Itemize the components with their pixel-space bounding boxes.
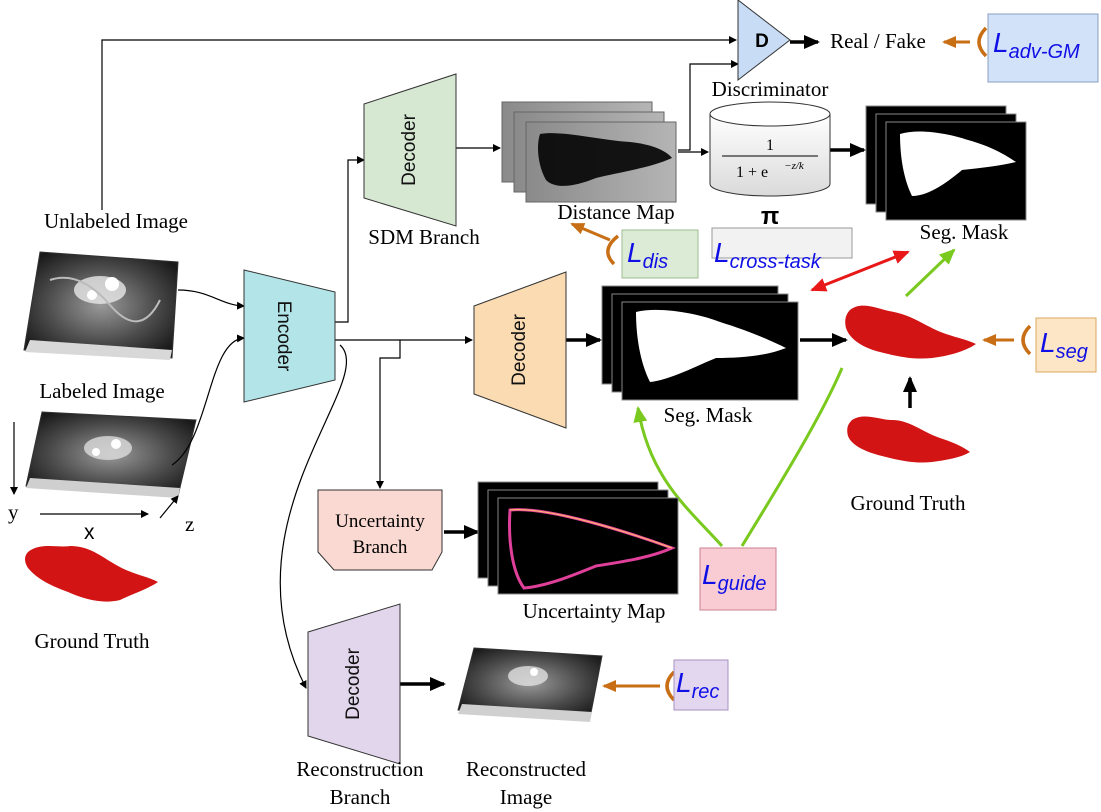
- seg-mask-mid-stack: [601, 285, 799, 401]
- sdm-decoder-block: Decoder: [363, 73, 457, 227]
- axis-x-label: x: [84, 521, 95, 544]
- sdm-branch-label: SDM Branch: [368, 225, 480, 249]
- reconstruction-branch-label-2: Branch: [330, 785, 391, 809]
- seg-decoder-block: Decoder: [473, 271, 567, 429]
- reconstruction-decoder-label: Decoder: [343, 647, 364, 719]
- loss-connector-adv: [942, 26, 988, 58]
- loss-dis-box: Ldis: [621, 229, 699, 279]
- discriminator-label: Discriminator: [712, 77, 829, 101]
- svg-text:Lcross-task: Lcross-task: [714, 237, 822, 273]
- loss-rec-box: Lrec: [673, 659, 729, 711]
- uncertainty-map-stack: [477, 481, 679, 595]
- distance-map-label: Distance Map: [557, 200, 674, 224]
- loss-seg-box: Lseg: [1035, 317, 1097, 373]
- loss-rec-main: L: [676, 667, 692, 698]
- loss-adv-gm-box: Ladv-GM: [987, 13, 1099, 83]
- reconstruction-branch-label-1: Reconstruction: [296, 757, 424, 781]
- loss-connector-rec: [602, 670, 676, 702]
- loss-cross-sub: cross-task: [730, 251, 822, 273]
- reconstructed-image-label-2: Image: [500, 785, 552, 809]
- loss-guide-box: Lguide: [699, 547, 777, 611]
- axis-y-label: y: [8, 500, 19, 524]
- seg-mask-mid-label: Seg. Mask: [664, 403, 753, 427]
- reconstruction-decoder-block: Decoder: [307, 603, 401, 765]
- labeled-image-label: Labeled Image: [39, 379, 164, 403]
- discriminator-d-label: D: [755, 31, 769, 52]
- ground-truth-right-label: Ground Truth: [851, 491, 966, 515]
- sigmoid-formula-cylinder: 1 1 + e −z/k: [709, 101, 831, 197]
- distance-map-stack: [501, 101, 677, 203]
- loss-rec-sub: rec: [692, 681, 720, 703]
- ground-truth-left-label: Ground Truth: [35, 629, 150, 653]
- loss-guide-main: L: [702, 559, 718, 590]
- reconstructed-ct-image: [457, 647, 603, 722]
- sdm-decoder-label: Decoder: [399, 113, 420, 185]
- encoder-block: Encoder: [243, 269, 336, 403]
- axis-z-label: z: [185, 512, 194, 536]
- unlabeled-ct-image: [23, 251, 179, 360]
- formula-denominator-base: 1 + e: [736, 164, 768, 181]
- loss-connector-seg: [982, 324, 1032, 356]
- formula-denominator-exp: −z/k: [784, 160, 805, 172]
- uncertainty-branch-label-2: Branch: [353, 537, 408, 558]
- predicted-organ: [845, 305, 976, 359]
- loss-seg-main: L: [1040, 327, 1056, 358]
- discriminator-block: D: [737, 0, 791, 82]
- reconstructed-image-label-1: Reconstructed: [466, 757, 587, 781]
- uncertainty-map-label: Uncertainty Map: [523, 599, 666, 623]
- loss-connector-dis: [570, 222, 620, 266]
- svg-text:Lseg: Lseg: [1040, 327, 1088, 363]
- uncertainty-branch-label-1: Uncertainty: [335, 511, 425, 532]
- loss-adv-main: L: [993, 27, 1009, 58]
- axes-indicator: y x z: [8, 422, 194, 544]
- loss-adv-sub: adv-GM: [1009, 41, 1080, 63]
- ground-truth-organ-right: [847, 416, 970, 463]
- seg-mask-top-stack: [865, 105, 1027, 221]
- loss-guide-sub: guide: [718, 573, 767, 595]
- loss-cross-main: L: [714, 237, 730, 268]
- svg-text:Lguide: Lguide: [702, 559, 767, 595]
- svg-text:Ladv-GM: Ladv-GM: [993, 27, 1080, 63]
- pi-symbol: π: [761, 203, 779, 230]
- seg-decoder-label: Decoder: [509, 313, 530, 385]
- ground-truth-organ-left: [25, 546, 158, 602]
- unlabeled-image-label: Unlabeled Image: [44, 209, 188, 233]
- loss-seg-sub: seg: [1056, 341, 1088, 363]
- labeled-ct-image: [25, 411, 197, 498]
- formula-numerator: 1: [766, 137, 774, 154]
- loss-cross-task-box: Lcross-task: [711, 227, 853, 273]
- svg-text:Lrec: Lrec: [676, 667, 719, 703]
- encoder-label: Encoder: [273, 301, 294, 372]
- seg-mask-top-label: Seg. Mask: [920, 220, 1009, 244]
- loss-dis-main: L: [627, 237, 643, 268]
- loss-dis-sub: dis: [643, 251, 669, 273]
- uncertainty-branch-block: Uncertainty Branch: [317, 489, 443, 571]
- svg-text:Ldis: Ldis: [627, 237, 668, 273]
- real-fake-label: Real / Fake: [830, 29, 926, 53]
